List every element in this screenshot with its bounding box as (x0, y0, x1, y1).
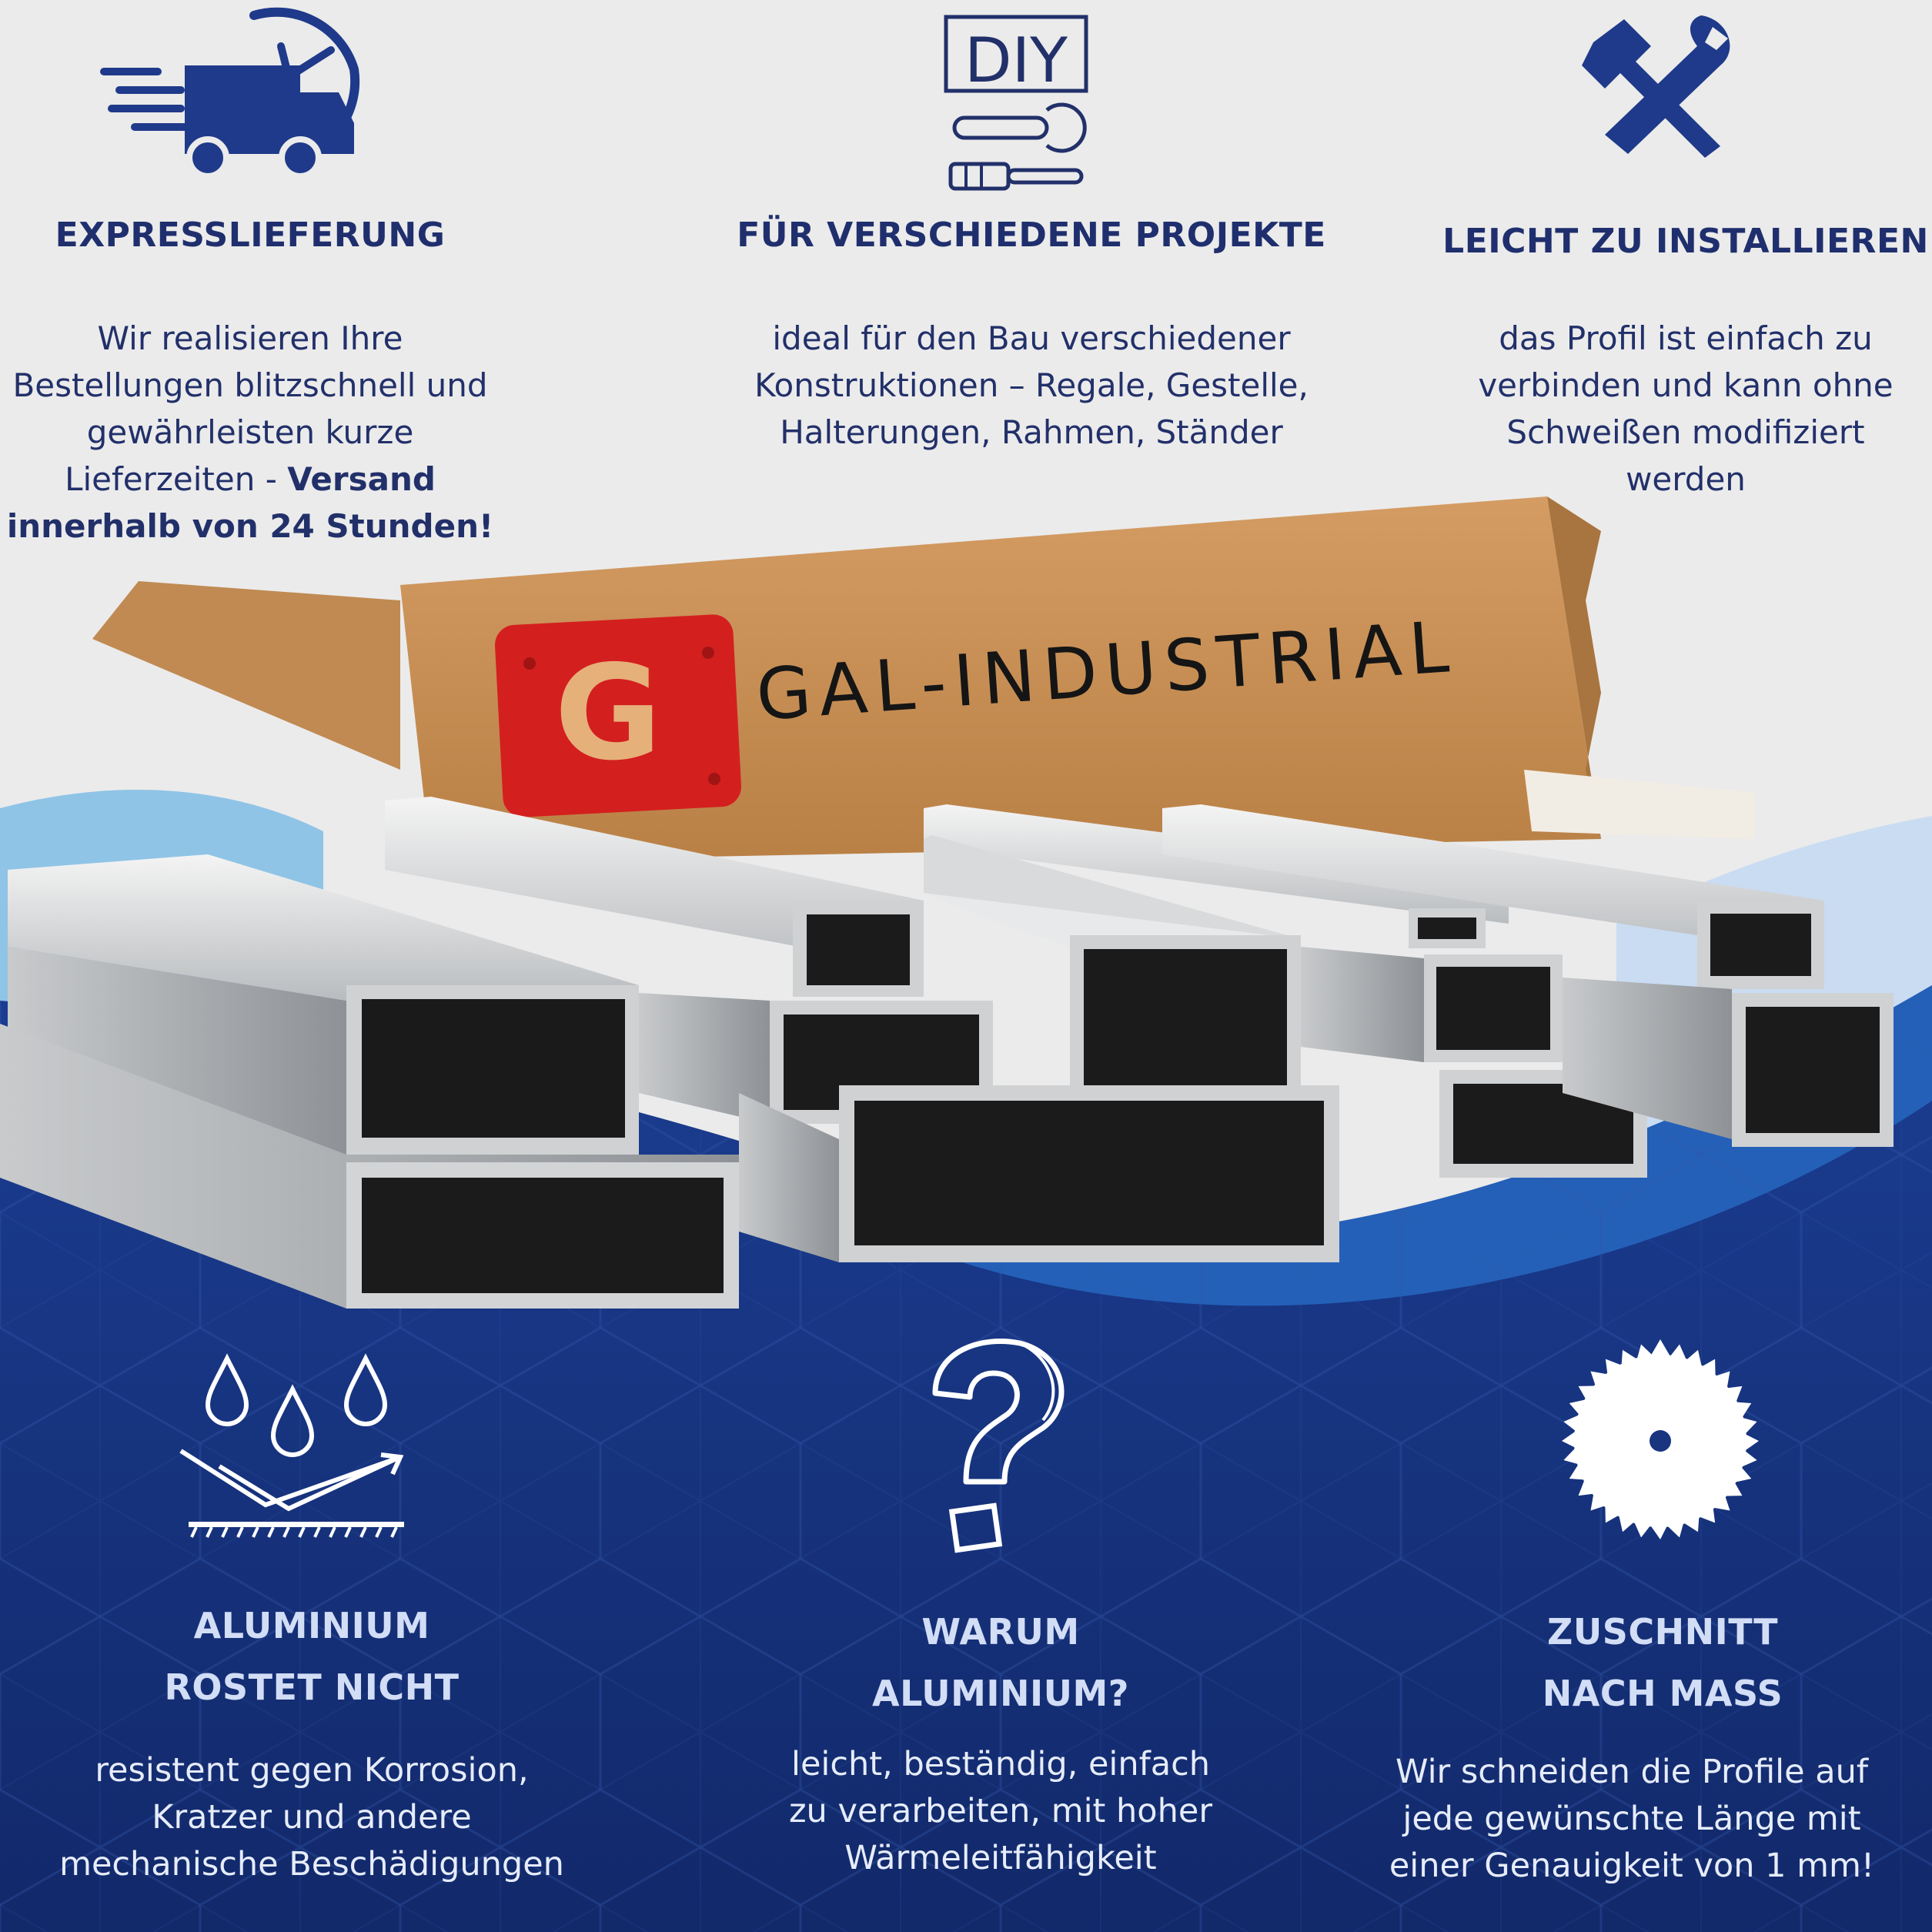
feature-express: EXPRESSLIEFERUNG Wir realisieren Ihre Be… (0, 216, 500, 550)
svg-text:DIY: DIY (964, 25, 1068, 96)
feature-title: WARUM ALUMINIUM? (872, 1611, 1129, 1714)
feature-title: LEICHT ZU INSTALLIEREN (1442, 222, 1929, 261)
logo-letter: G (554, 637, 662, 790)
feature-text: Wir schneiden die Profile auf jede gewün… (1389, 1753, 1875, 1885)
feature-title: FÜR VERSCHIEDENE PROJEKTE (737, 216, 1326, 255)
feature-text: ideal für den Bau verschiedener Konstruk… (754, 319, 1309, 451)
saw-tooth (1650, 1524, 1668, 1539)
feature-title: EXPRESSLIEFERUNG (55, 216, 446, 255)
feature-why: WARUM ALUMINIUM? leicht, beständig, einf… (731, 1601, 1270, 1882)
saw-tooth (1562, 1430, 1577, 1449)
feature-title: ZUSCHNITT NACH MASS (1542, 1611, 1783, 1714)
saw-blade-icon (1562, 1339, 1759, 1539)
brand-logo: G (494, 614, 742, 817)
delivery-truck-clock-icon (100, 7, 360, 179)
hammer-wrench-icon (1582, 15, 1730, 158)
saw-tooth (1653, 1342, 1671, 1358)
cardboard-box: G GAL-INDUSTRIAL (92, 496, 1755, 862)
saw-tooth (1743, 1433, 1759, 1452)
feature-projects: FÜR VERSCHIEDENE PROJEKTE ideal für den … (724, 216, 1339, 456)
feature-text: Wir realisieren Ihre Bestellungen blitzs… (6, 319, 494, 545)
feature-install: LEICHT ZU INSTALLIEREN das Profil ist ei… (1439, 222, 1932, 503)
feature-rust: ALUMINIUM ROSTET NICHT resistent gegen K… (0, 1595, 623, 1888)
feature-text: das Profil ist einfach zu verbinden und … (1478, 319, 1894, 498)
feature-cut: ZUSCHNITT NACH MASS Wir schneiden die Pr… (1355, 1601, 1932, 1890)
water-drops-shield-icon (179, 1353, 404, 1538)
feature-text: resistent gegen Korrosion, Kratzer und a… (59, 1751, 564, 1884)
feature-text: leicht, beständig, einfach zu verarbeite… (788, 1745, 1212, 1877)
aluminium-profiles (0, 797, 1894, 1309)
diy-tools-icon: DIY (944, 15, 1088, 191)
question-mark-icon (932, 1339, 1065, 1553)
feature-title: ALUMINIUM ROSTET NICHT (164, 1605, 460, 1708)
